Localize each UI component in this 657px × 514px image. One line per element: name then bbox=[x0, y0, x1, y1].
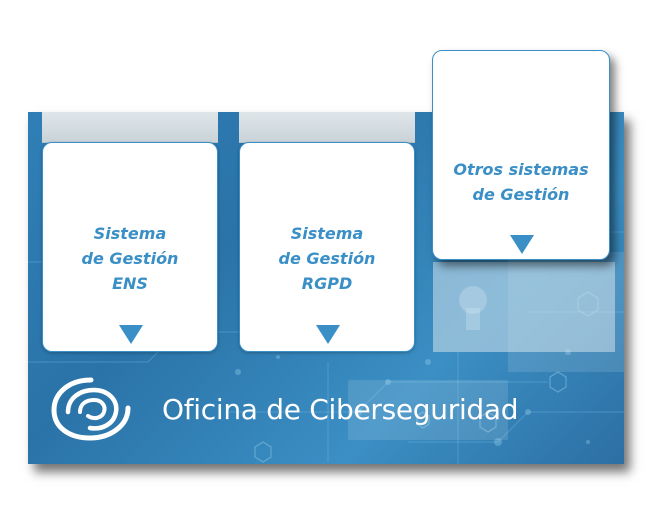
card-rgpd-line-3: RGPD bbox=[301, 274, 353, 293]
card-ens-line-3: ENS bbox=[112, 274, 148, 293]
triangle-down-icon bbox=[316, 325, 340, 344]
triangle-down-icon bbox=[119, 325, 143, 344]
card-ens-label: Sistema de Gestión ENS bbox=[82, 221, 179, 296]
card-rgpd-label: Sistema de Gestión RGPD bbox=[279, 221, 376, 296]
card-tab-rgpd bbox=[239, 112, 415, 143]
card-rgpd-line-1: Sistema bbox=[290, 224, 364, 243]
office-title: Oficina de Ciberseguridad bbox=[162, 393, 519, 426]
card-ens: Sistema de Gestión ENS bbox=[42, 142, 218, 352]
card-otros-line-2: de Gestión bbox=[472, 185, 570, 204]
card-ens-line-2: de Gestión bbox=[81, 249, 179, 268]
card-tab-ens bbox=[42, 112, 218, 143]
card-otros-label: Otros sistemas de Gestión bbox=[453, 157, 588, 207]
card-ens-line-1: Sistema bbox=[93, 224, 167, 243]
spiral-logo-icon bbox=[51, 377, 131, 441]
card-shadow-area bbox=[433, 262, 615, 352]
card-rgpd-line-2: de Gestión bbox=[278, 249, 376, 268]
card-otros-line-1: Otros sistemas bbox=[453, 160, 589, 179]
card-rgpd: Sistema de Gestión RGPD bbox=[239, 142, 415, 352]
card-otros: Otros sistemas de Gestión bbox=[432, 50, 610, 260]
triangle-down-icon bbox=[510, 235, 534, 254]
